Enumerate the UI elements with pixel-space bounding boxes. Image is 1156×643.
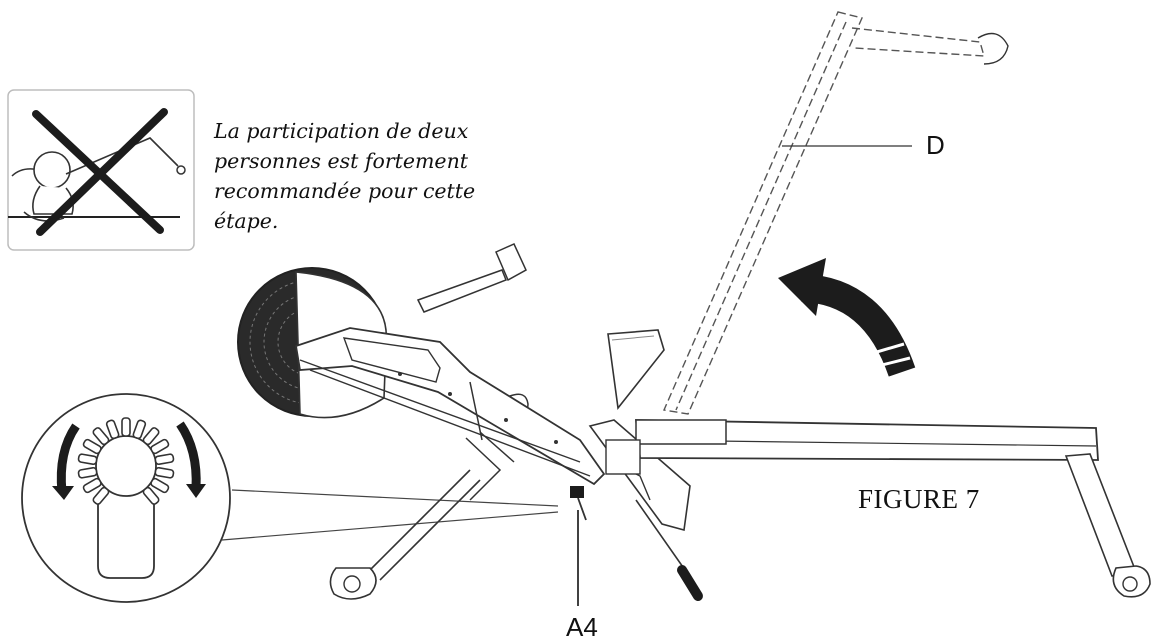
knob-a4-icon [570, 486, 587, 606]
part-label-d: D [926, 130, 945, 160]
curved-arrow-icon [778, 258, 916, 377]
two-person-note: La participation de deux personnes est f… [214, 116, 514, 236]
front-frame-icon [294, 327, 606, 600]
note-line: recommandée pour cette [214, 179, 476, 203]
figure-title: FIGURE 7 [858, 484, 980, 514]
note-line: étape. [214, 209, 279, 233]
note-line: personnes est fortement [214, 149, 469, 173]
rail-d-icon [662, 11, 1009, 415]
part-label-a4: A4 [566, 612, 598, 642]
monitor-icon [607, 329, 665, 410]
note-line: La participation de deux [214, 119, 469, 143]
knob-detail-icon [21, 393, 559, 603]
one-person-prohibited-icon [7, 89, 195, 251]
rear-rail-icon [605, 419, 1151, 598]
